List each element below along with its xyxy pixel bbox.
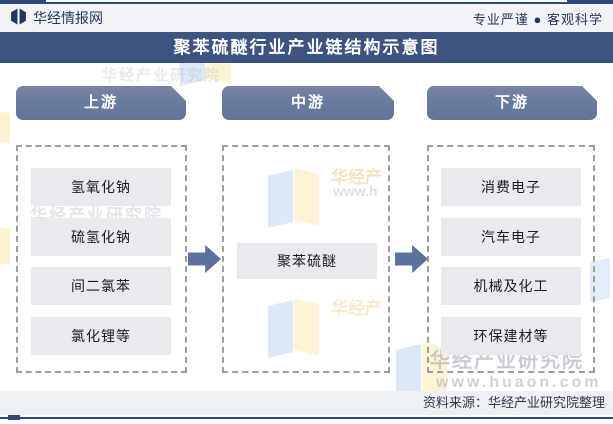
bottom-rule-left-cap <box>8 414 20 420</box>
midstream-item: 聚苯硫醚 <box>237 243 377 279</box>
brand-name: 华经情报网 <box>33 10 103 26</box>
group-box-midstream <box>222 145 390 373</box>
stage-header-upstream: 上游 <box>16 86 186 120</box>
upstream-item: 氯化锂等 <box>31 317 171 355</box>
top-rule-right-cap <box>567 0 613 5</box>
brand-tagline: 专业严谨 ● 客观科学 <box>472 11 603 27</box>
stage-header-midstream: 中游 <box>222 86 394 120</box>
flow-arrow-right-icon <box>395 245 428 273</box>
stage-header-downstream: 下游 <box>427 86 597 120</box>
watermark-shape <box>0 226 10 266</box>
watermark-text: 华经产业研究院 <box>102 67 222 84</box>
brand: 华经情报网 <box>10 8 103 28</box>
page-title: 聚苯硫醚行业产业链结构示意图 <box>0 32 613 63</box>
group-box-upstream <box>16 145 187 373</box>
huajing-logo-icon <box>10 8 27 28</box>
top-rule <box>0 2 613 4</box>
bottom-rule <box>0 417 613 419</box>
upstream-item: 硫氢化钠 <box>31 218 171 256</box>
downstream-item: 消费电子 <box>441 168 581 206</box>
upstream-item: 间二氯苯 <box>31 267 171 305</box>
masthead: 华经情报网 专业严谨 ● 客观科学 <box>0 4 613 32</box>
upstream-item: 氢氧化钠 <box>31 168 171 206</box>
watermark-text: www.huaon.com <box>436 374 602 391</box>
source-note: 资料来源：华经产业研究院整理 <box>0 391 613 415</box>
flow-arrow-right-icon <box>188 245 221 273</box>
downstream-item: 环保建材等 <box>441 317 581 355</box>
downstream-item: 机械及化工 <box>441 267 581 305</box>
top-rule-left-cap <box>0 0 46 5</box>
watermark-shape <box>0 110 10 144</box>
downstream-item: 汽车电子 <box>441 218 581 256</box>
